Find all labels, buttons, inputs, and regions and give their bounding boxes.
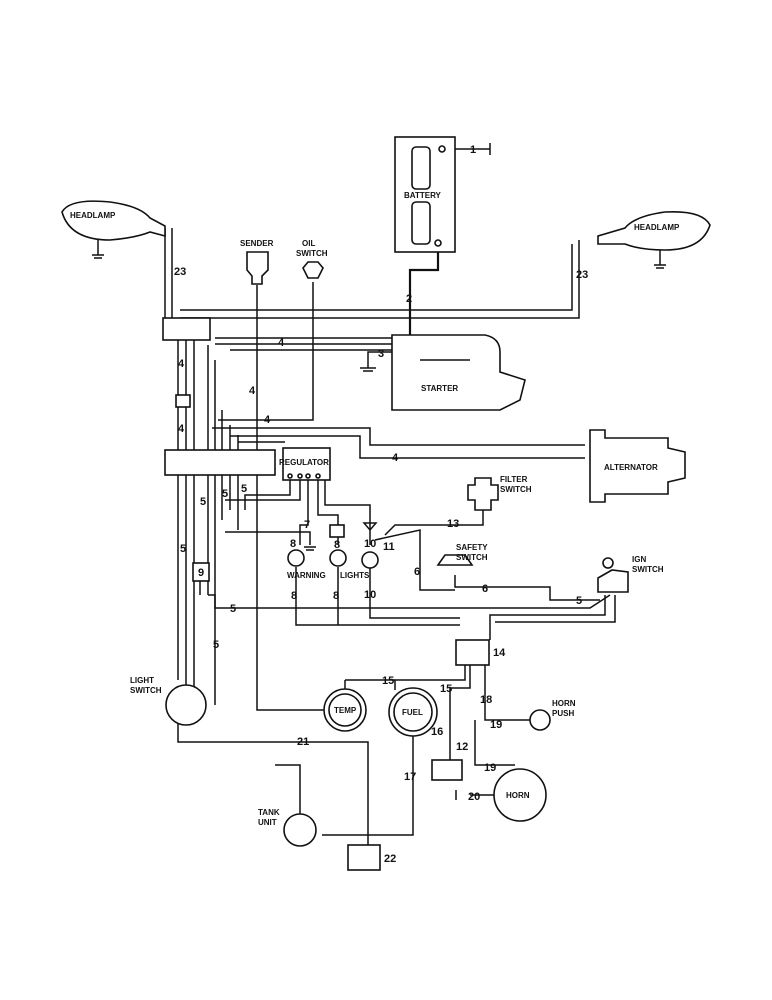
wire-number-5: 5 xyxy=(241,483,247,495)
wire-number-4: 4 xyxy=(249,385,256,397)
temp-gauge: TEMP xyxy=(323,688,367,732)
headlamp-right: HEADLAMP xyxy=(597,210,711,269)
wire-number-16: 16 xyxy=(431,726,443,738)
wire-number-23: 23 xyxy=(576,269,588,281)
horn: HORN xyxy=(493,768,547,822)
wire-number-2: 2 xyxy=(406,293,412,305)
wire-number-15: 15 xyxy=(440,683,452,695)
wire-number-3: 3 xyxy=(378,348,384,360)
wire-number-5: 5 xyxy=(213,639,219,651)
horn-label: HORN xyxy=(506,791,530,800)
wire-number-7: 7 xyxy=(304,519,310,531)
horn-push: HORN PUSH xyxy=(529,699,576,731)
connectors xyxy=(162,317,490,871)
safety-switch-label-1: SAFETY xyxy=(456,543,488,552)
warning-label: WARNING xyxy=(287,571,326,580)
horn-push-label-2: PUSH xyxy=(552,709,574,718)
ign-switch-label-2: SWITCH xyxy=(632,565,664,574)
tank-unit-label-2: UNIT xyxy=(258,818,277,827)
wire-number-11: 11 xyxy=(383,541,395,553)
wire-number-5: 5 xyxy=(230,603,236,615)
regulator-label: REGULATOR xyxy=(279,458,329,467)
tank-unit: TANK UNIT xyxy=(258,808,317,847)
fuel-gauge: FUEL xyxy=(388,687,438,737)
ign-switch-label-1: IGN xyxy=(632,555,646,564)
filter-switch-label-1: FILTER xyxy=(500,475,528,484)
wire-number-1: 1 xyxy=(470,144,476,156)
battery: BATTERY xyxy=(394,136,456,253)
wire-number-19: 19 xyxy=(490,719,502,731)
filter-switch: FILTER SWITCH xyxy=(467,475,532,511)
wire-number-5: 5 xyxy=(222,488,228,500)
oil-switch-label-1: OIL xyxy=(302,239,315,248)
light-switch-label-2: SWITCH xyxy=(130,686,162,695)
wire-number-4: 4 xyxy=(392,452,399,464)
horn-push-label-1: HORN xyxy=(552,699,576,708)
alternator: ALTERNATOR xyxy=(589,429,686,503)
starter-label: STARTER xyxy=(421,384,458,393)
wire-number-20: 20 xyxy=(468,791,480,803)
wire-number-22: 22 xyxy=(384,853,396,865)
wire-number-5: 5 xyxy=(180,543,186,555)
alternator-label: ALTERNATOR xyxy=(604,463,658,472)
safety-switch-label-2: SWITCH xyxy=(456,553,488,562)
starter: STARTER xyxy=(391,334,526,411)
wire-number-18: 18 xyxy=(480,694,492,706)
warning-lights: WARNING LIGHTS xyxy=(287,522,379,580)
wire-number-5: 5 xyxy=(200,496,206,508)
lights-label: LIGHTS xyxy=(340,571,370,580)
wire-number-5: 5 xyxy=(576,595,582,607)
battery-label: BATTERY xyxy=(404,191,442,200)
sender-label: SENDER xyxy=(240,239,274,248)
oil-switch: OIL SWITCH xyxy=(296,239,328,279)
oil-switch-label-2: SWITCH xyxy=(296,249,328,258)
wire-number-4: 4 xyxy=(278,337,285,349)
fuel-label: FUEL xyxy=(402,708,423,717)
wire-number-14: 14 xyxy=(493,647,506,659)
wire-number-19: 19 xyxy=(484,762,496,774)
headlamp-right-label: HEADLAMP xyxy=(634,223,680,232)
wire-number-4: 4 xyxy=(264,414,271,426)
wire-number-15: 15 xyxy=(382,675,394,687)
filter-switch-label-2: SWITCH xyxy=(500,485,532,494)
wire-number-10: 10 xyxy=(364,589,376,601)
wire-number-4: 4 xyxy=(178,423,185,435)
wire-number-21: 21 xyxy=(297,736,309,748)
wire-number-9: 9 xyxy=(198,567,204,579)
sender: SENDER xyxy=(240,239,274,285)
wire-number-13: 13 xyxy=(447,518,459,530)
wire-number-23: 23 xyxy=(174,266,186,278)
wire-number-4: 4 xyxy=(178,358,185,370)
wire-number-8: 8 xyxy=(290,538,296,550)
wire-number-6: 6 xyxy=(482,583,488,595)
wire-number-12: 12 xyxy=(456,741,468,753)
wire-numbers: 1 2 3 4 4 4 4 4 4 5 5 5 5 5 5 5 6 6 7 8 … xyxy=(174,144,588,865)
ign-switch: IGN SWITCH xyxy=(597,555,664,593)
wire-number-10: 10 xyxy=(364,538,376,550)
wire-number-8: 8 xyxy=(334,539,340,551)
regulator: REGULATOR xyxy=(279,447,331,481)
wire-number-8: 8 xyxy=(333,590,339,602)
wire-number-6: 6 xyxy=(414,566,420,578)
headlamp-left: HEADLAMP xyxy=(61,200,166,259)
tank-unit-label-1: TANK xyxy=(258,808,280,817)
wire-number-17: 17 xyxy=(404,771,416,783)
light-switch: LIGHT SWITCH xyxy=(130,676,207,726)
temp-label: TEMP xyxy=(334,706,357,715)
light-switch-label-1: LIGHT xyxy=(130,676,154,685)
wires xyxy=(164,143,616,845)
headlamp-left-label: HEADLAMP xyxy=(70,211,116,220)
safety-switch: SAFETY SWITCH xyxy=(436,543,488,566)
wire-number-8: 8 xyxy=(291,590,297,602)
